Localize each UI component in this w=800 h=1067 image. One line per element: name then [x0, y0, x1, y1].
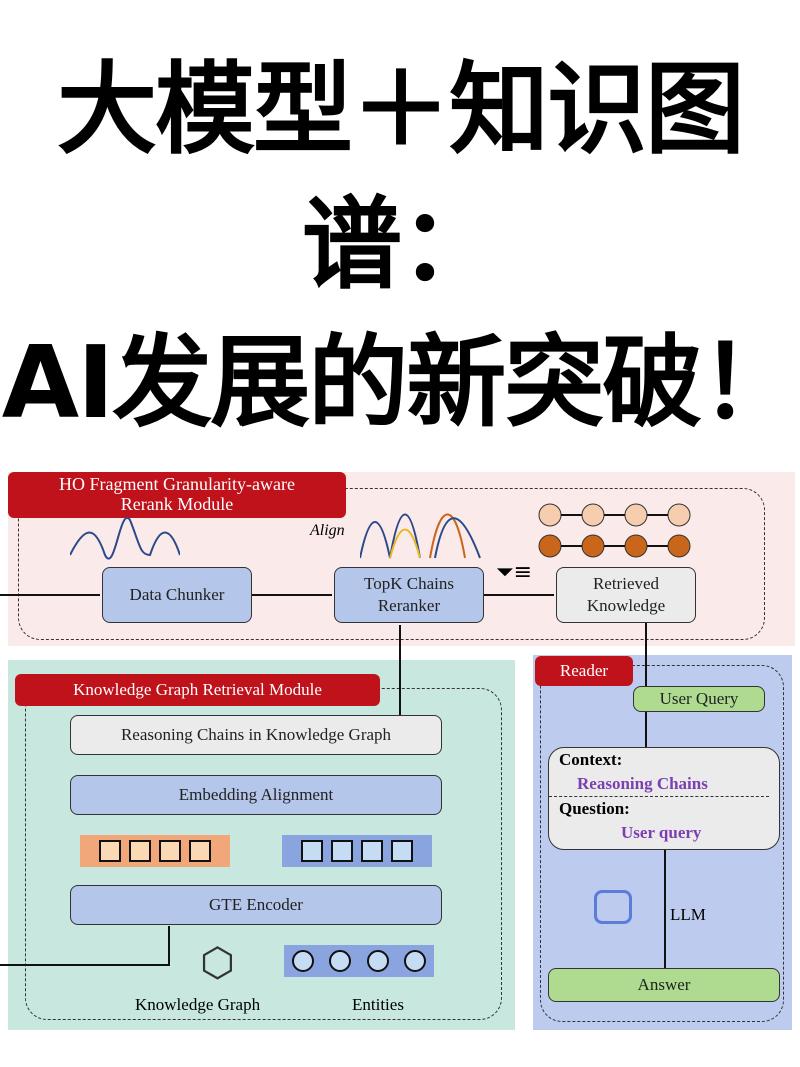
llm-label: LLM [670, 905, 706, 924]
embedding-alignment-box: Embedding Alignment [70, 775, 442, 815]
context-value: Reasoning Chains [549, 772, 769, 797]
robot-icon [594, 890, 632, 924]
user-query-box: User Query [633, 686, 765, 712]
arrow-input-to-chunker [0, 594, 100, 596]
data-chunker-box: Data Chunker [102, 567, 252, 623]
align-wave-icon [360, 513, 481, 559]
rerank-module-border [18, 488, 765, 640]
arrow-kg-to-reranker [399, 625, 401, 715]
kg-module-tag: Knowledge Graph Retrieval Module [15, 674, 380, 706]
title-line-1: 大模型＋知识图 [57, 51, 745, 168]
answer-box: Answer [548, 968, 780, 1002]
arrow-input-to-encoder-h [0, 964, 170, 966]
arrow-prompt-to-llm [664, 850, 666, 968]
retrieved-knowledge-box: Retrieved Knowledge [556, 567, 696, 623]
knowledge-graph-label: Knowledge Graph [135, 995, 261, 1014]
entities-vector [284, 945, 434, 977]
gte-encoder-box: GTE Encoder [70, 885, 442, 925]
reader-border [540, 665, 784, 1022]
chunk-wave-icon [70, 516, 180, 560]
align-label: Align [310, 522, 345, 539]
title-line-2: 谱： [302, 186, 500, 303]
knowledge-graph-icon: ⬡ [200, 940, 235, 986]
title-line-3: AI发展的新突破！ [1, 324, 800, 441]
arrow-reranker-to-knowledge [484, 594, 554, 596]
context-label: Context: [559, 750, 623, 769]
orange-embedding-vector [80, 835, 230, 867]
entities-label: Entities [352, 995, 404, 1014]
prompt-box: Context: Reasoning Chains Question: User… [548, 747, 780, 850]
arrow-knowledge-to-reader [645, 623, 647, 748]
question-value: User query [621, 823, 702, 842]
question-label: Question: [559, 799, 630, 818]
arrow-chunker-to-reranker [252, 594, 332, 596]
rerank-module-tag: HO Fragment Granularity-aware Rerank Mod… [8, 472, 346, 518]
filter-icon: ⏷≡ [496, 560, 533, 585]
arrow-input-to-encoder-v [168, 926, 170, 966]
reasoning-chains-box: Reasoning Chains in Knowledge Graph [70, 715, 442, 755]
reader-tag: Reader [535, 656, 633, 686]
topk-reranker-box: TopK Chains Reranker [334, 567, 484, 623]
chain-nodes-icon [538, 503, 691, 558]
blue-embedding-vector [282, 835, 432, 867]
